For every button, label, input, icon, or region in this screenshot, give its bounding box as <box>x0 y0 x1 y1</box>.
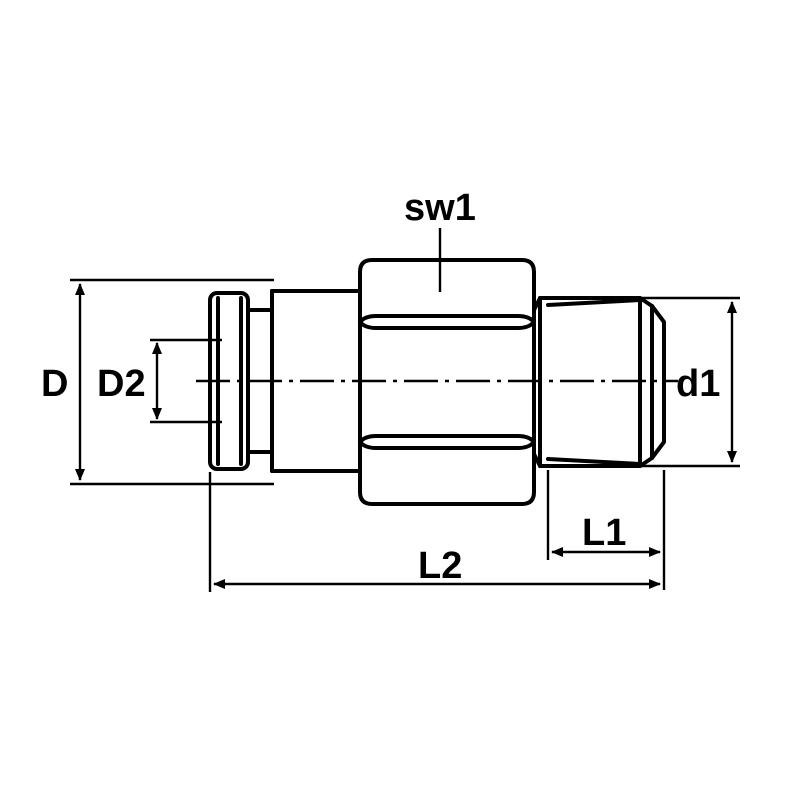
dimension-label-L2: L2 <box>418 545 462 587</box>
dimension-label-sw1: sw1 <box>404 187 476 229</box>
dimension-label-L1: L1 <box>582 512 626 554</box>
dimension-sw1: sw1 <box>404 187 476 292</box>
dimension-label-D2: D2 <box>97 363 146 405</box>
dimension-L2: L2 <box>208 472 661 592</box>
hex-nut <box>358 258 536 506</box>
dimension-d1: d1 <box>640 296 740 468</box>
dimension-label-D: D <box>41 363 68 405</box>
dimension-label-d1: d1 <box>676 363 720 405</box>
dimension-D2: D2 <box>97 338 222 424</box>
dimension-L1: L1 <box>546 470 666 590</box>
dimension-D: D <box>41 278 274 486</box>
